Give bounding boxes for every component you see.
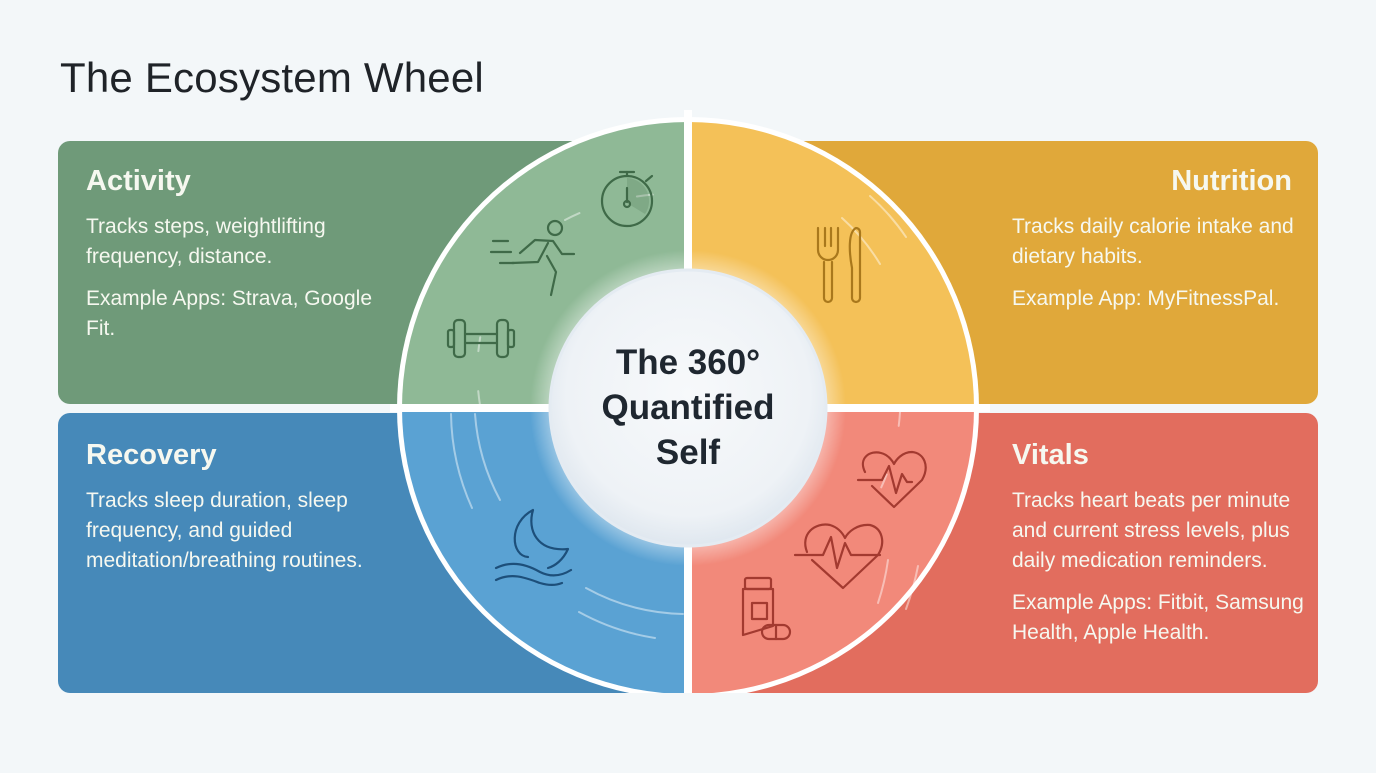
recovery-title: Recovery <box>86 439 217 471</box>
nutrition-title: Nutrition <box>1171 165 1292 197</box>
activity-examples: Example Apps: Strava, Google Fit. <box>86 287 372 340</box>
center-label-line-1: The 360° <box>615 343 761 382</box>
center-label-line-2: Quantified <box>601 388 775 427</box>
page-title: The Ecosystem Wheel <box>60 54 484 101</box>
activity-description: Tracks steps, weightlifting frequency, d… <box>86 215 326 268</box>
vitals-examples: Example Apps: Fitbit, Samsung Health, Ap… <box>1012 591 1304 644</box>
recovery-description: Tracks sleep duration, sleep frequency, … <box>86 489 363 572</box>
center-label-line-3: Self <box>655 433 721 472</box>
activity-title: Activity <box>86 165 191 197</box>
nutrition-examples: Example App: MyFitnessPal. <box>1012 287 1280 310</box>
vitals-description: Tracks heart beats per minute and curren… <box>1012 489 1291 572</box>
vitals-title: Vitals <box>1012 439 1089 471</box>
nutrition-description: Tracks daily calorie intake and dietary … <box>1012 215 1294 268</box>
center-label: The 360° Quantified Self <box>553 340 823 475</box>
